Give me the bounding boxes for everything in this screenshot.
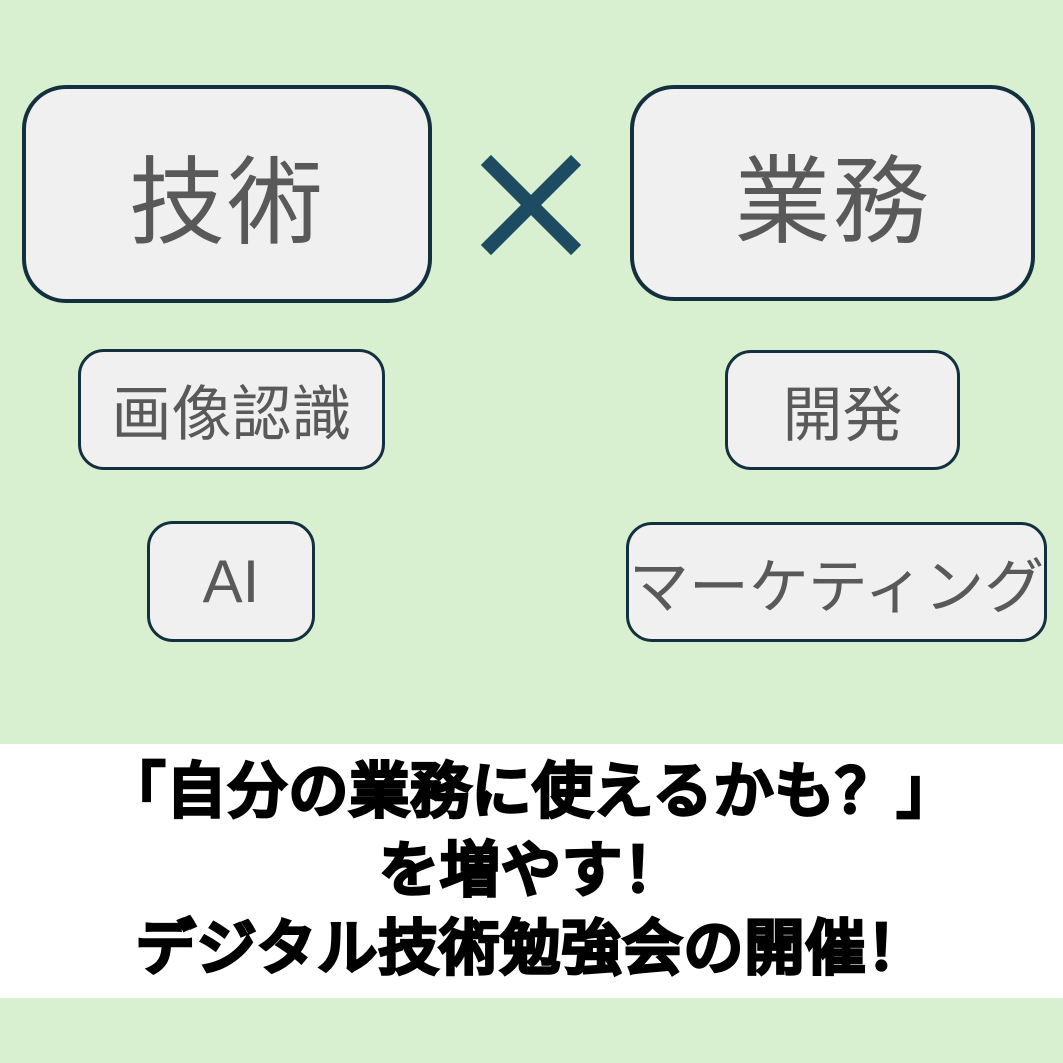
image-recognition-label: 画像認識: [111, 381, 352, 448]
headline-line-2: を増やす！: [378, 835, 685, 904]
marketing-tag: マーケティング: [626, 522, 1047, 642]
image-recognition-tag: 画像認識: [78, 349, 385, 470]
headline-line-3: デジタル技術勉強会の開催！: [134, 914, 928, 983]
marketing-label: マーケティング: [628, 553, 1045, 621]
ai-label: AI: [202, 548, 260, 615]
technology-label: 技術: [129, 149, 325, 257]
development-label: 開発: [782, 381, 903, 449]
technology-box: 技術: [22, 85, 432, 303]
headline-banner: 「自分の業務に使えるかも？」 を増やす！ デジタル技術勉強会の開催！: [0, 744, 1063, 998]
ai-tag: AI: [147, 521, 315, 642]
development-tag: 開発: [725, 350, 960, 470]
business-label: 業務: [734, 148, 931, 256]
multiply-icon: [480, 154, 582, 256]
business-box: 業務: [630, 85, 1035, 301]
headline-line-1: 「自分の業務に使えるかも？」: [104, 757, 958, 826]
